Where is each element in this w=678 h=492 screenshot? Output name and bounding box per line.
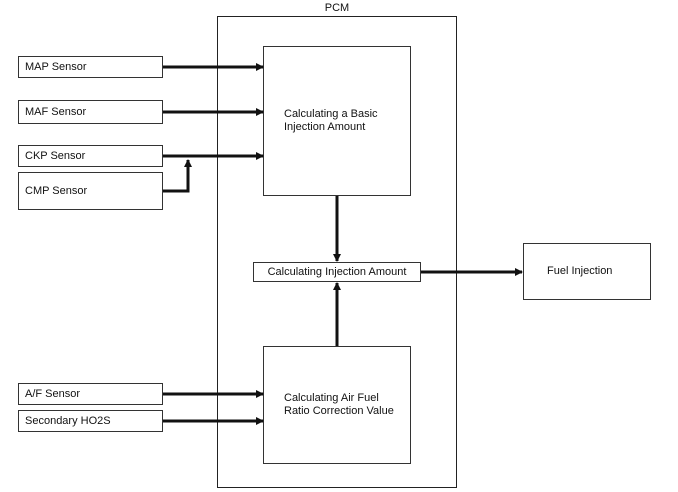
fuel-injection-label: Fuel Injection: [547, 265, 613, 277]
correction-label: Calculating Air Fuel Ratio Correction Va…: [284, 392, 394, 417]
pcm-frame: [217, 16, 457, 488]
correction-block: Calculating Air Fuel Ratio Correction Va…: [263, 346, 411, 464]
injection-amount-label: Calculating Injection Amount: [267, 265, 407, 278]
injection-amount-block: Calculating Injection Amount: [253, 262, 421, 282]
maf-sensor-label: MAF Sensor: [25, 105, 87, 118]
map-sensor-label: MAP Sensor: [25, 60, 87, 73]
basic-injection-block: Calculating a Basic Injection Amount: [263, 46, 411, 196]
cmp-arrow: [163, 159, 192, 193]
basic-injection-label: Calculating a Basic Injection Amount: [284, 108, 378, 133]
ho2s-sensor-label: Secondary HO2S: [25, 414, 111, 427]
cmp-sensor-label: CMP Sensor: [25, 184, 88, 197]
ho2s-sensor-box: Secondary HO2S: [18, 410, 163, 432]
af-sensor-box: A/F Sensor: [18, 383, 163, 405]
ckp-sensor-box: CKP Sensor: [18, 145, 163, 167]
map-sensor-box: MAP Sensor: [18, 56, 163, 78]
ckp-sensor-label: CKP Sensor: [25, 149, 86, 162]
af-sensor-label: A/F Sensor: [25, 387, 81, 400]
maf-sensor-box: MAF Sensor: [18, 100, 163, 124]
fuel-injection-box: Fuel Injection: [523, 243, 651, 300]
pcm-title: PCM: [324, 2, 350, 14]
cmp-sensor-box: CMP Sensor: [18, 172, 163, 210]
